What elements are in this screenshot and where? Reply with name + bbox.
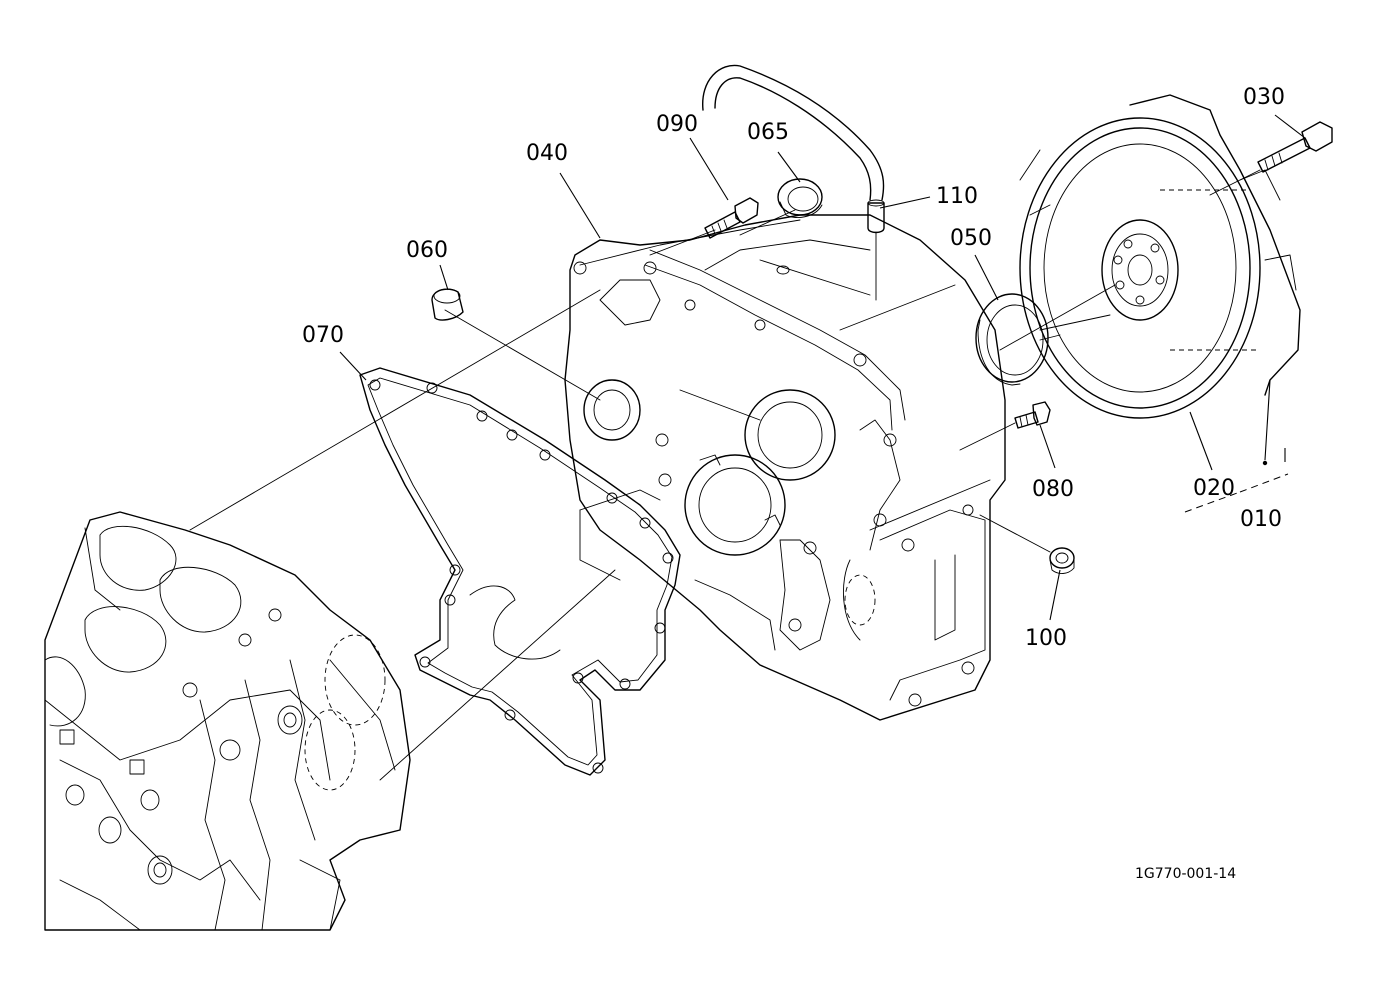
part-label-030: 030: [1243, 85, 1285, 110]
part-label-100: 100: [1025, 626, 1067, 651]
bolt-030-drawing: [1257, 121, 1333, 173]
part-label-070: 070: [302, 323, 344, 348]
part-label-080: 080: [1032, 477, 1074, 502]
part-label-010: 010: [1240, 507, 1282, 532]
assembly-center-lines: [189, 169, 1261, 781]
part-label-110: 110: [936, 184, 978, 209]
part-label-050: 050: [950, 226, 992, 251]
breather-pipe-110-drawing: [702, 64, 885, 301]
oil-seal-050-drawing: [975, 293, 1049, 386]
bolt-080-drawing: [1014, 401, 1051, 429]
flywheel-020-drawing: [1019, 94, 1301, 419]
part-labels: 030 090 065 040 110 060 050 070 080 020 …: [302, 85, 1285, 651]
flywheel-housing-040-drawing: [564, 214, 1006, 721]
part-label-060: 060: [406, 238, 448, 263]
part-label-065: 065: [747, 120, 789, 145]
plug-060-drawing: [431, 288, 464, 321]
drawing-number: 1G770-001-14: [1135, 866, 1236, 882]
plug-100-drawing: [1049, 547, 1075, 574]
part-label-020: 020: [1193, 476, 1235, 501]
gasket-070-drawing: [359, 367, 681, 776]
part-label-090: 090: [656, 112, 698, 137]
bolt-090-drawing: [704, 197, 759, 239]
engine-block-drawing: [44, 511, 411, 931]
part-label-040: 040: [526, 141, 568, 166]
seal-065-drawing: [777, 178, 823, 218]
leader-lines: [339, 114, 1306, 621]
